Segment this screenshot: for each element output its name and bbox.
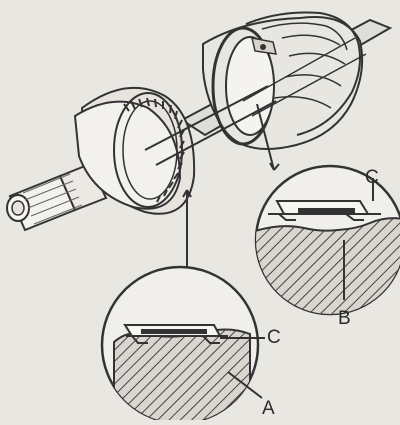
inner-cv-joint-boot xyxy=(202,11,364,150)
label-c-lower: C xyxy=(267,327,281,348)
outer-cv-joint-housing xyxy=(73,86,196,215)
axle-assembly xyxy=(6,11,393,272)
splined-stub-shaft xyxy=(6,162,108,232)
lower-detail-view xyxy=(100,265,265,425)
upper-detail-view xyxy=(254,164,400,316)
label-a: A xyxy=(262,398,275,419)
label-c-upper: C xyxy=(365,167,379,188)
label-b: B xyxy=(338,308,351,329)
upper-pointer-line xyxy=(256,103,275,171)
